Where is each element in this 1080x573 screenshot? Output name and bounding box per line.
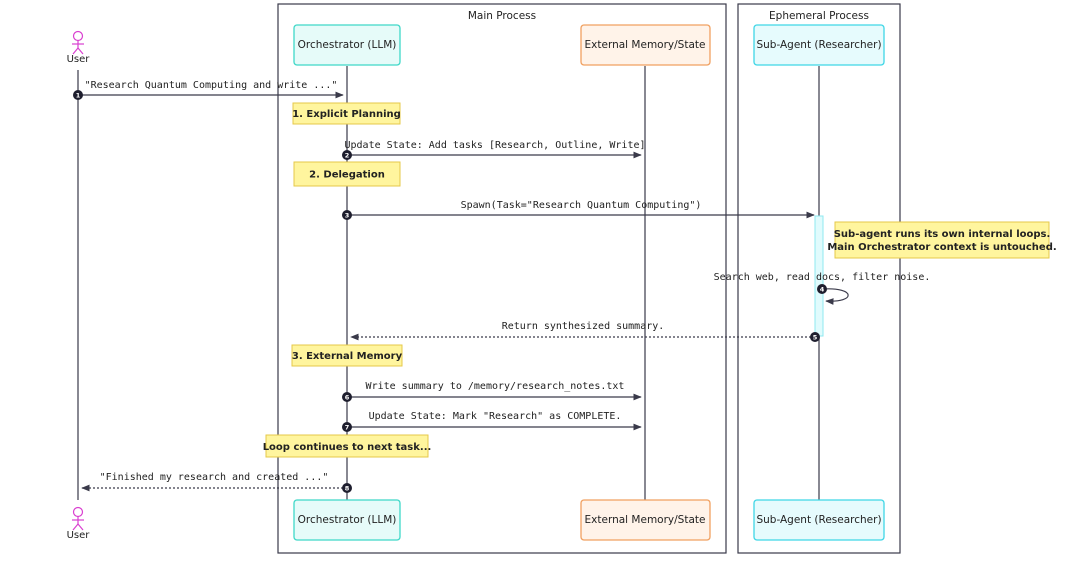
user-icon <box>72 30 84 42</box>
note-explicit-planning <box>292 102 401 125</box>
step-num-6: 6 <box>345 394 350 402</box>
memory-label-bottom: External Memory/State <box>585 514 706 526</box>
step-num-7: 7 <box>345 424 350 432</box>
step-num-4: 4 <box>820 286 825 294</box>
message-8: "Finished my research and created ..." 8 <box>81 472 352 493</box>
ephemeral-process-group <box>737 3 901 554</box>
message-8-label: "Finished my research and created ..." <box>100 472 329 483</box>
note-loop-continues <box>265 434 429 458</box>
note-delegation <box>293 161 401 187</box>
note-loop-continues-text: Loop continues to next task... <box>263 442 432 453</box>
memory-box-bottom <box>580 499 711 541</box>
message-7-label: Update State: Mark "Research" as COMPLET… <box>369 411 622 422</box>
note-delegation-text: 2. Delegation <box>309 170 385 181</box>
step-num-3: 3 <box>345 212 350 220</box>
step-badge-2 <box>342 150 352 160</box>
message-1: "Research Quantum Computing and write ..… <box>73 80 344 100</box>
step-num-1: 1 <box>76 92 81 100</box>
message-3: Spawn(Task="Research Quantum Computing")… <box>342 200 815 220</box>
step-num-2: 2 <box>345 152 350 160</box>
step-badge-3 <box>342 210 352 220</box>
step-badge-8 <box>342 483 352 493</box>
message-7: Update State: Mark "Research" as COMPLET… <box>342 411 642 432</box>
step-num-8: 8 <box>345 485 350 493</box>
main-process-group <box>277 3 727 554</box>
step-badge-1 <box>73 90 83 100</box>
message-1-label: "Research Quantum Computing and write ..… <box>85 80 338 91</box>
message-2: Update State: Add tasks [Research, Outli… <box>342 140 646 160</box>
message-4-label: Search web, read docs, filter noise. <box>714 272 931 283</box>
note-subagent-loops-line1: Sub-agent runs its own internal loops. <box>834 229 1051 240</box>
note-explicit-planning-text: 1. Explicit Planning <box>292 109 401 120</box>
step-badge-5 <box>810 332 820 342</box>
message-6-label: Write summary to /memory/research_notes.… <box>366 381 625 392</box>
message-2-label: Update State: Add tasks [Research, Outli… <box>344 140 645 151</box>
note-subagent-loops <box>834 221 1050 259</box>
subagent-label-bottom: Sub-Agent (Researcher) <box>756 514 881 526</box>
step-num-5: 5 <box>813 334 818 342</box>
step-badge-7 <box>342 422 352 432</box>
message-5-label: Return synthesized summary. <box>502 321 665 332</box>
message-4: Search web, read docs, filter noise. 4 <box>714 272 931 305</box>
orchestrator-box-top <box>293 24 401 66</box>
step-badge-6 <box>342 392 352 402</box>
user-label-bottom: User <box>67 530 91 541</box>
subagent-box-top <box>753 24 885 66</box>
message-5: Return synthesized summary. 5 <box>350 321 820 342</box>
subagent-label-top: Sub-Agent (Researcher) <box>756 39 881 51</box>
ephemeral-process-title: Ephemeral Process <box>769 10 869 22</box>
note-subagent-loops-line2: Main Orchestrator context is untouched. <box>827 242 1056 253</box>
orchestrator-box-bottom <box>293 499 401 541</box>
note-external-memory-text: 3. External Memory <box>292 351 403 362</box>
user-actor-top: User <box>67 30 91 65</box>
note-external-memory <box>291 344 403 367</box>
user-icon <box>72 506 84 518</box>
orchestrator-label-top: Orchestrator (LLM) <box>298 39 397 51</box>
subagent-box-bottom <box>753 499 885 541</box>
user-label-top: User <box>67 54 91 65</box>
message-6: Write summary to /memory/research_notes.… <box>342 381 642 402</box>
orchestrator-label-bottom: Orchestrator (LLM) <box>298 514 397 526</box>
message-3-label: Spawn(Task="Research Quantum Computing") <box>461 200 702 211</box>
user-actor-bottom: User <box>67 506 91 541</box>
memory-label-top: External Memory/State <box>585 39 706 51</box>
step-badge-4 <box>817 284 827 294</box>
memory-box-top <box>580 24 711 66</box>
main-process-title: Main Process <box>468 10 536 22</box>
